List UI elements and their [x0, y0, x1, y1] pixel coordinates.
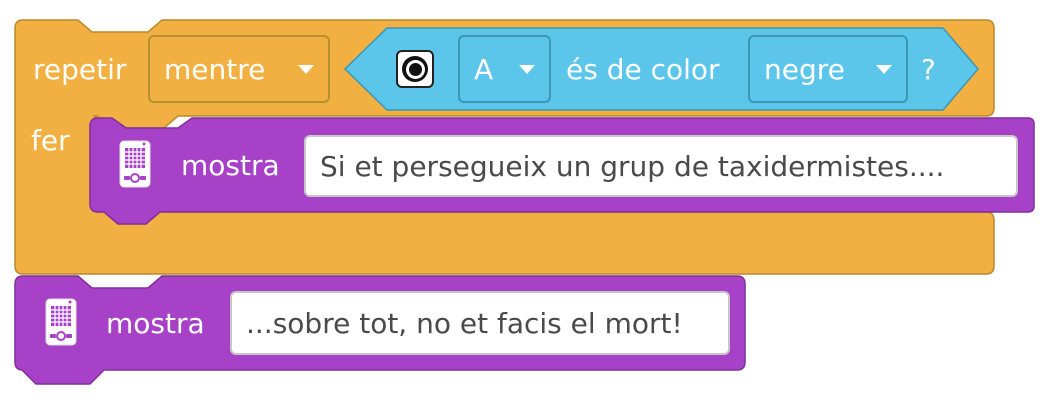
inner-display-label: mostra: [181, 149, 280, 182]
chevron-down-icon: [876, 64, 892, 74]
condition-middle-label: és de color: [566, 53, 720, 86]
port-value: A: [474, 52, 494, 86]
color-value: negre: [764, 52, 845, 86]
outer-display-text-input[interactable]: ...sobre tot, no et facis el mort!: [230, 291, 730, 355]
display-icon: [119, 140, 151, 188]
display-icon: [45, 298, 77, 346]
inner-display-text-input[interactable]: Si et persegueix un grup de taxidermiste…: [304, 135, 1018, 197]
repeat-mode-value: mentre: [164, 52, 266, 86]
color-sensor-icon: [396, 50, 434, 88]
outer-display-label: mostra: [106, 307, 205, 340]
port-dropdown[interactable]: A: [458, 35, 551, 103]
question-mark-label: ?: [921, 53, 936, 86]
do-label: fer: [31, 124, 70, 157]
repeat-mode-dropdown[interactable]: mentre: [148, 35, 330, 103]
chevron-down-icon: [519, 64, 535, 74]
inner-display-text-value: Si et persegueix un grup de taxidermiste…: [320, 149, 945, 183]
color-dropdown[interactable]: negre: [748, 35, 908, 103]
outer-display-text-value: ...sobre tot, no et facis el mort!: [246, 306, 683, 340]
repeat-label: repetir: [33, 53, 127, 86]
chevron-down-icon: [298, 64, 314, 74]
